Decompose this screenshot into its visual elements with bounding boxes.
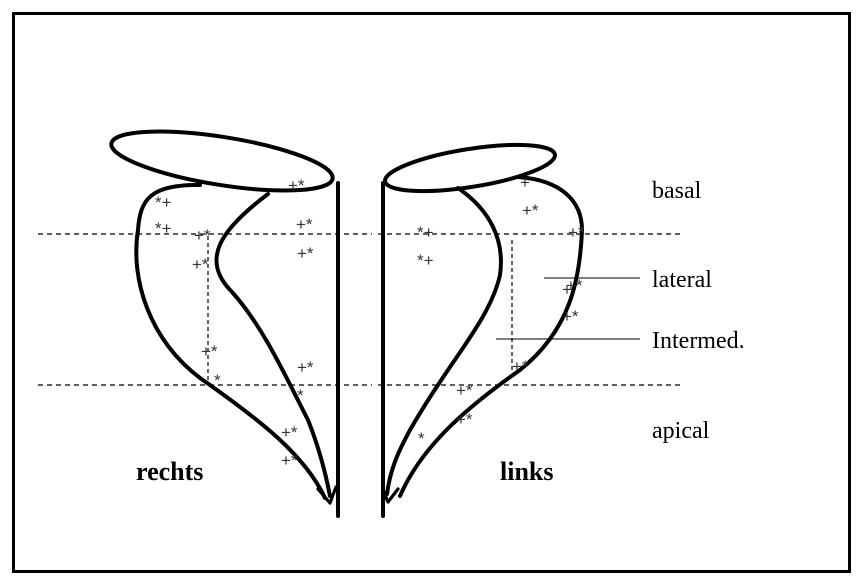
label-intermed: Intermed.	[652, 328, 745, 354]
mark-right: +*	[192, 255, 209, 274]
label-links: links	[500, 457, 554, 486]
right-inner-wall	[214, 192, 332, 498]
right-outer-wall	[134, 182, 327, 500]
mark-left: +	[520, 173, 530, 192]
right-ventricle-outline	[109, 129, 340, 518]
label-basal: basal	[652, 178, 702, 204]
marks-right: +* *+ *+ +* +* +* +* +* * +* +* +* * +* …	[155, 176, 314, 470]
mark-left: +*	[562, 307, 579, 326]
mark-left: +*	[522, 201, 539, 220]
mark-right: *	[297, 386, 304, 405]
label-apical: apical	[652, 418, 710, 444]
region-boundaries	[38, 233, 682, 386]
mark-left: +*	[456, 381, 473, 400]
left-inner-wall	[385, 186, 503, 496]
mark-right: +*	[201, 342, 218, 361]
right-apex-arrow	[316, 485, 338, 505]
mark-right: *	[214, 371, 221, 390]
mark-left: +	[562, 280, 572, 299]
mark-right: *+	[155, 219, 172, 238]
mark-right: +*	[288, 176, 305, 195]
label-lateral: lateral	[652, 267, 712, 293]
left-ventricle-outline	[381, 142, 584, 518]
mark-left: *	[418, 429, 425, 448]
mark-right: +*	[194, 226, 211, 245]
mark-right: +*	[297, 244, 314, 263]
left-apex-arrow	[381, 487, 400, 504]
mark-left: +*	[568, 223, 585, 242]
mark-right: *+	[155, 193, 172, 212]
marks-left: + +* +* *+ *+ + +* +* +* +* +* +* *	[417, 173, 585, 448]
mark-left: +*	[456, 410, 473, 429]
diagram-frame	[12, 12, 851, 573]
mark-left: +*	[512, 357, 529, 376]
mark-right: +*	[281, 451, 298, 470]
right-valve-ellipse	[109, 129, 335, 193]
mark-right: +*	[297, 358, 314, 377]
mark-left: *+	[417, 223, 434, 242]
mark-left: +*	[566, 276, 583, 295]
mark-right: +*	[296, 215, 313, 234]
left-valve-ellipse	[383, 142, 557, 194]
left-outer-wall	[398, 175, 584, 498]
label-rechts: rechts	[136, 457, 203, 486]
mark-left: *+	[417, 251, 434, 270]
leader-lines	[496, 277, 640, 340]
mark-right: +*	[281, 423, 298, 442]
